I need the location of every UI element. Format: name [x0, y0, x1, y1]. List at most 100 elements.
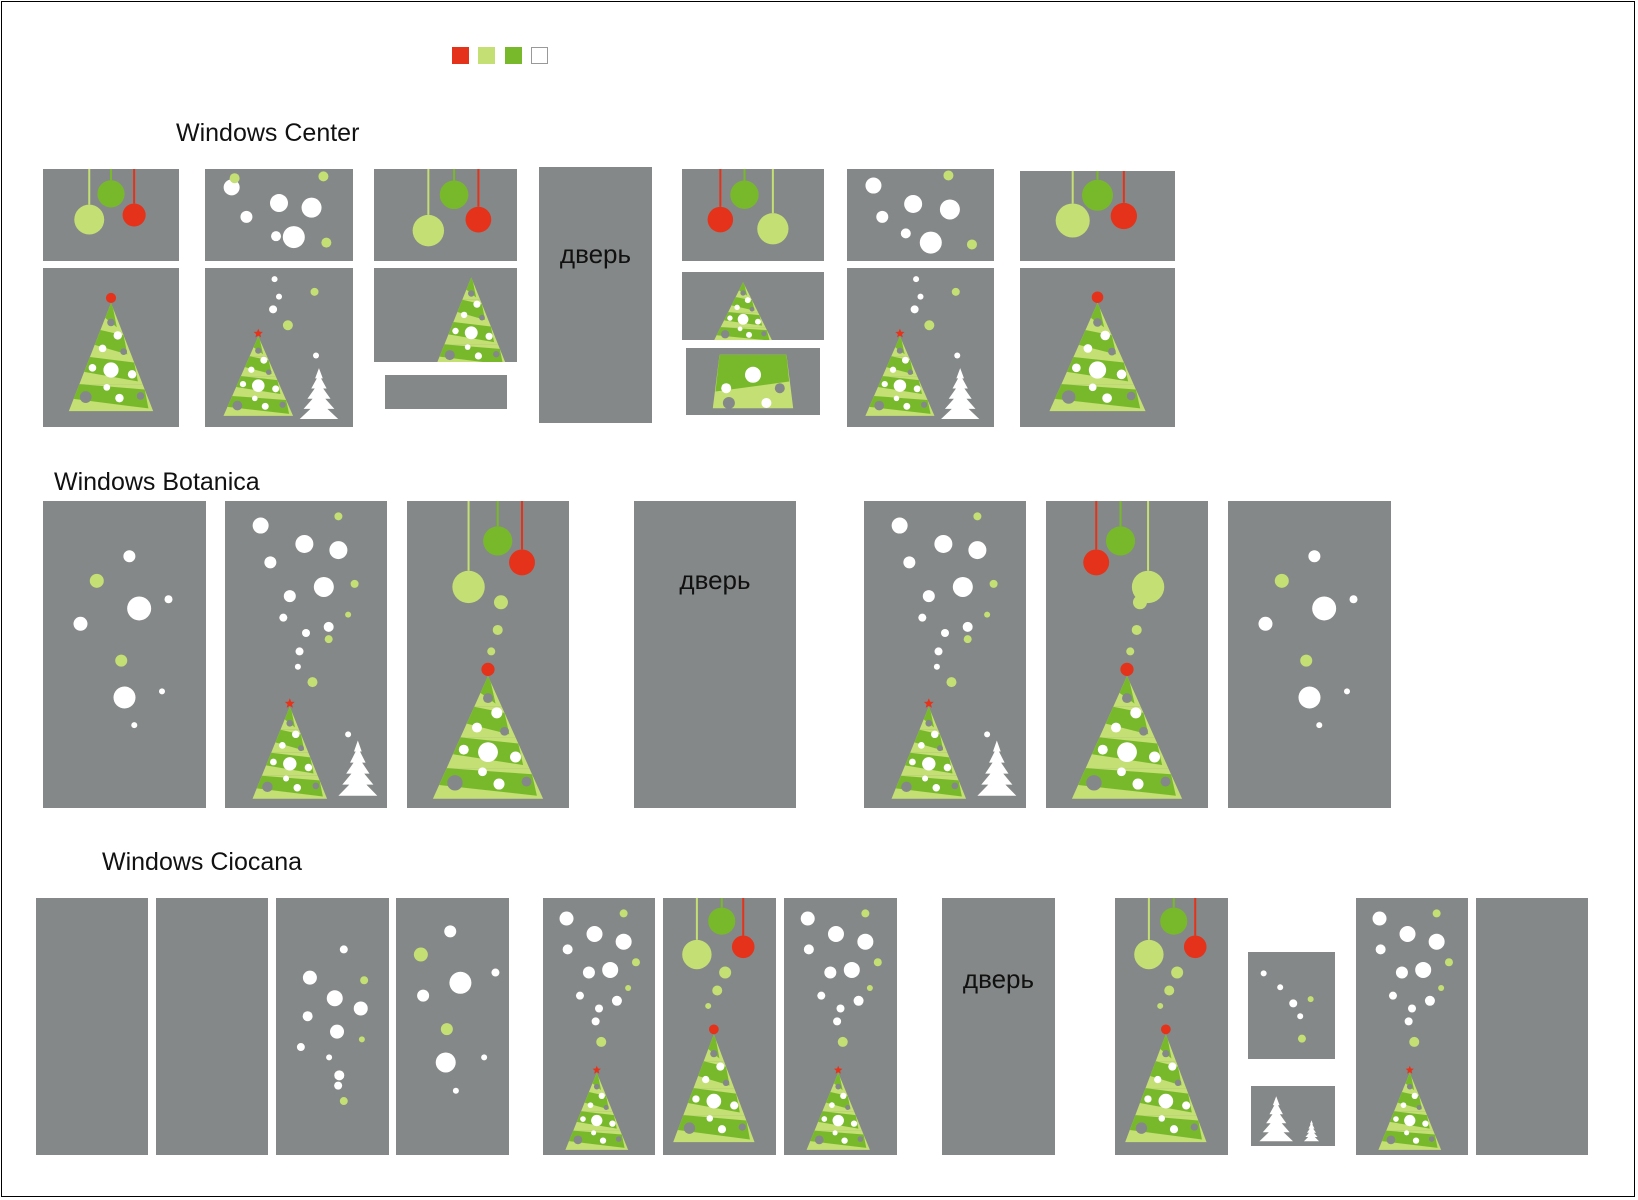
- ornament-ball: [122, 203, 146, 227]
- snow-dot: [919, 231, 942, 254]
- snow-dot: [1408, 1004, 1416, 1013]
- snow-dot: [339, 945, 348, 954]
- snow-dot: [1432, 909, 1441, 918]
- tree-bauble: [444, 350, 455, 361]
- fir-shape: [1259, 1096, 1293, 1142]
- tree-bauble: [255, 347, 262, 354]
- snow-dot: [973, 512, 982, 521]
- tree-stripe: [439, 768, 537, 796]
- panel-decoration: [73, 550, 173, 729]
- snow-dot: [1388, 991, 1397, 1000]
- swatch-light-green: [478, 47, 495, 64]
- ornament-ball: [731, 935, 755, 959]
- snow-dot: [1312, 596, 1337, 621]
- snow-dots-icon: [705, 966, 732, 1009]
- snow-dot: [252, 517, 269, 534]
- botanica-panel-6: [1228, 501, 1391, 808]
- snow-dot: [824, 966, 837, 979]
- panel-decoration: [714, 282, 772, 340]
- tree-bauble: [1406, 1083, 1413, 1090]
- tree-bauble: [479, 314, 485, 321]
- tree-bauble: [1086, 775, 1102, 791]
- snow-dots-icon: [865, 170, 977, 254]
- snow-dot: [229, 173, 240, 184]
- botanica-door-label: дверь: [679, 565, 751, 595]
- snow-dot: [158, 688, 165, 695]
- tree-bauble: [1190, 1123, 1198, 1131]
- fir-shape: [1303, 1120, 1320, 1142]
- snow-dot: [492, 624, 503, 635]
- ornament-ball: [1082, 179, 1113, 211]
- ciocana-panel-6: [663, 898, 776, 1155]
- tree-bauble: [279, 401, 286, 408]
- tree-bauble: [744, 297, 751, 304]
- snow-dot: [562, 944, 573, 955]
- panel-decoration: [1258, 550, 1358, 729]
- tree-bauble: [591, 1114, 603, 1127]
- tree-bauble: [1422, 1120, 1429, 1127]
- center-panel-6-top: [1020, 171, 1175, 261]
- white-fir-tree-icon: [1259, 1096, 1293, 1142]
- snow-dot: [329, 541, 348, 560]
- tree-bauble: [821, 1116, 828, 1122]
- snow-dot: [353, 1001, 368, 1016]
- hanging-ornaments-icon: [1055, 171, 1138, 238]
- snow-dot: [924, 320, 935, 331]
- snow-dot: [240, 210, 253, 223]
- snow-dot: [440, 1023, 453, 1036]
- snow-dot: [933, 663, 940, 670]
- tree-stripe: [1381, 1130, 1438, 1148]
- panel-decoration: [1372, 909, 1453, 1150]
- snow-dot: [330, 1024, 345, 1039]
- snow-dot: [602, 961, 619, 978]
- tree-bauble: [464, 326, 478, 340]
- snow-dot: [131, 722, 138, 729]
- tree-bauble: [587, 1102, 594, 1108]
- christmas-tree-icon: [437, 277, 506, 362]
- tree-bauble: [841, 1137, 848, 1144]
- snow-dot: [913, 276, 920, 283]
- hanging-ornaments-icon: [412, 169, 492, 247]
- snow-dots-icon: [1260, 970, 1314, 1043]
- tree-bauble: [593, 1083, 600, 1090]
- tree-bauble: [260, 356, 268, 364]
- snow-dot: [1260, 970, 1267, 977]
- tree-stripe: [677, 1115, 750, 1140]
- snow-dot: [1274, 573, 1289, 588]
- center-panel-5-bottom: [847, 268, 994, 427]
- snow-dot: [1126, 647, 1135, 656]
- snow-dot: [918, 613, 927, 622]
- tree-bauble: [745, 366, 761, 383]
- snow-dot: [900, 228, 911, 239]
- snow-dots-icon: [1372, 909, 1453, 1047]
- ciocana-panel-2: [156, 898, 268, 1155]
- christmas-tree-icon: [1049, 291, 1146, 412]
- panel-decoration: [1259, 1096, 1320, 1142]
- snow-dot: [302, 970, 317, 985]
- ornament-ball: [97, 180, 125, 208]
- ornament-ball: [412, 214, 445, 247]
- ornament-ball: [452, 570, 485, 604]
- tree-bauble: [1135, 1122, 1148, 1134]
- ciocana-panel-3: [276, 898, 389, 1155]
- tree-bauble: [749, 306, 755, 312]
- tree-bauble: [909, 758, 916, 766]
- tree-bauble: [1097, 744, 1108, 755]
- panel-decoration: [865, 170, 977, 254]
- tree-bauble: [720, 330, 730, 339]
- panel-decoration: [296, 945, 369, 1106]
- tree-bauble: [493, 350, 500, 358]
- snow-dot: [279, 613, 288, 622]
- tree-bauble: [1162, 1049, 1170, 1058]
- snow-dot: [301, 197, 322, 218]
- tree-bauble: [889, 366, 897, 373]
- snow-dots-icon: [413, 925, 500, 1094]
- tree-stripe: [869, 395, 931, 414]
- christmas-tree-icon: [68, 292, 154, 412]
- tree-bauble: [683, 1122, 696, 1134]
- ornament-ball: [74, 204, 105, 235]
- panel-decoration: [223, 171, 332, 249]
- tree-bauble: [248, 366, 255, 373]
- tree-bauble: [283, 775, 290, 782]
- snow-dot: [73, 616, 88, 631]
